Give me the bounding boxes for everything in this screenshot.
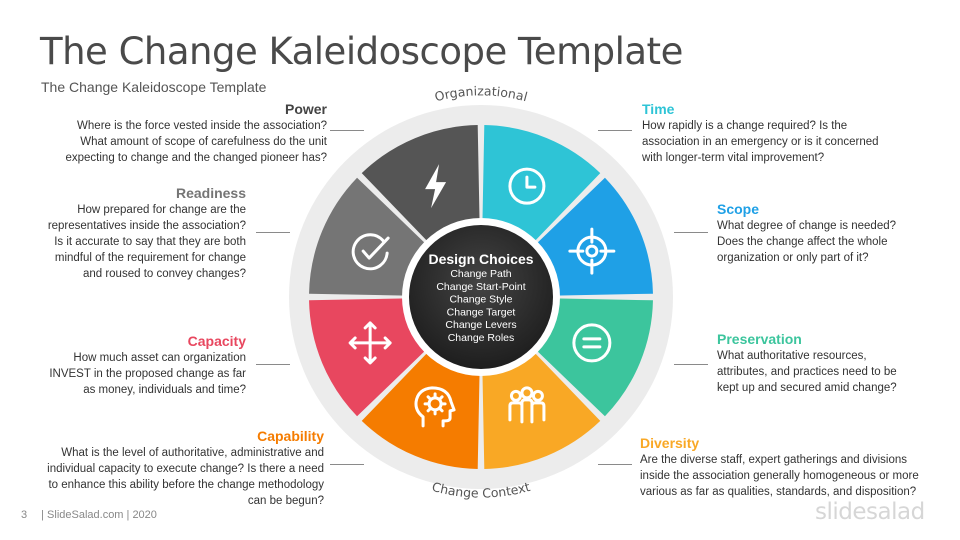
diversity-segment bbox=[482, 350, 601, 469]
diversity-block: Diversity Are the diverse staff, expert … bbox=[640, 434, 955, 500]
move-arrows-icon bbox=[348, 321, 392, 365]
readiness-connector bbox=[256, 232, 290, 233]
preservation-connector bbox=[674, 364, 708, 365]
diversity-title: Diversity bbox=[640, 435, 700, 451]
center-item: Change Levers bbox=[445, 319, 516, 331]
center-item: Change Roles bbox=[448, 332, 515, 344]
check-circle-icon bbox=[351, 233, 390, 271]
readiness-title: Readiness bbox=[175, 185, 246, 201]
time-title: Time bbox=[642, 101, 675, 117]
readiness-segment bbox=[309, 177, 428, 296]
scope-title: Scope bbox=[717, 201, 760, 217]
ring-bottom-label: Change Context bbox=[430, 479, 531, 501]
scope-block: Scope What degree of change is needed? D… bbox=[717, 200, 947, 266]
capability-text: What is the level of authoritative, admi… bbox=[47, 447, 324, 507]
center-title: Design Choices bbox=[428, 251, 533, 267]
center-item: Change Path bbox=[450, 268, 511, 280]
center-item: Change Style bbox=[449, 294, 512, 306]
preservation-segment bbox=[534, 298, 653, 417]
preservation-title: Preservation bbox=[717, 331, 802, 347]
scope-text: What degree of change is needed? Does th… bbox=[717, 220, 897, 264]
clock-icon bbox=[508, 167, 546, 205]
page-number: 3 bbox=[21, 509, 28, 521]
brand-logo: slidesalad bbox=[815, 499, 925, 525]
segments bbox=[309, 125, 653, 469]
footer-credit: | SlideSalad.com | 2020 bbox=[41, 509, 157, 521]
capability-connector bbox=[330, 464, 364, 465]
power-title: Power bbox=[284, 101, 327, 117]
time-block: Time How rapidly is a change required? I… bbox=[642, 100, 942, 166]
page-title: The Change Kaleidoscope Template bbox=[40, 30, 683, 73]
equals-icon bbox=[572, 323, 612, 363]
segment-icons bbox=[348, 164, 616, 428]
power-segment bbox=[361, 125, 480, 244]
power-text: Where is the force vested inside the ass… bbox=[65, 120, 327, 164]
preservation-text: What authoritative resources, attributes… bbox=[717, 350, 897, 394]
capacity-segment bbox=[309, 298, 428, 417]
capability-segment bbox=[361, 350, 480, 469]
time-connector bbox=[598, 130, 632, 131]
capacity-connector bbox=[256, 364, 290, 365]
target-icon bbox=[568, 227, 616, 275]
preservation-block: Preservation What authoritative resource… bbox=[717, 330, 947, 396]
capacity-block: Capacity How much asset can organization… bbox=[6, 332, 246, 398]
center-item: Change Target bbox=[447, 306, 516, 318]
scope-connector bbox=[674, 232, 708, 233]
readiness-text: How prepared for change are the represen… bbox=[47, 204, 246, 280]
ring-top-label: Organizational bbox=[433, 83, 529, 104]
capability-title: Capability bbox=[257, 428, 324, 444]
footer: 3 | SlideSalad.com | 2020 bbox=[21, 509, 157, 521]
capability-block: Capability What is the level of authorit… bbox=[4, 427, 324, 509]
capacity-text: How much asset can organization INVEST i… bbox=[49, 352, 246, 396]
lightning-icon bbox=[425, 164, 447, 209]
readiness-block: Readiness How prepared for change are th… bbox=[6, 184, 246, 282]
page-subtitle: The Change Kaleidoscope Template bbox=[41, 79, 267, 95]
power-block: Power Where is the force vested inside t… bbox=[27, 100, 327, 166]
time-text: How rapidly is a change required? Is the… bbox=[642, 120, 879, 164]
diversity-connector bbox=[598, 464, 632, 465]
diversity-text: Are the diverse staff, expert gatherings… bbox=[640, 454, 919, 498]
people-icon bbox=[508, 386, 546, 424]
head-gear-icon bbox=[414, 386, 456, 428]
center-item: Change Start-Point bbox=[436, 281, 525, 293]
capacity-title: Capacity bbox=[187, 333, 246, 349]
power-connector bbox=[330, 130, 364, 131]
center-disc bbox=[409, 225, 553, 369]
time-segment bbox=[482, 125, 601, 244]
